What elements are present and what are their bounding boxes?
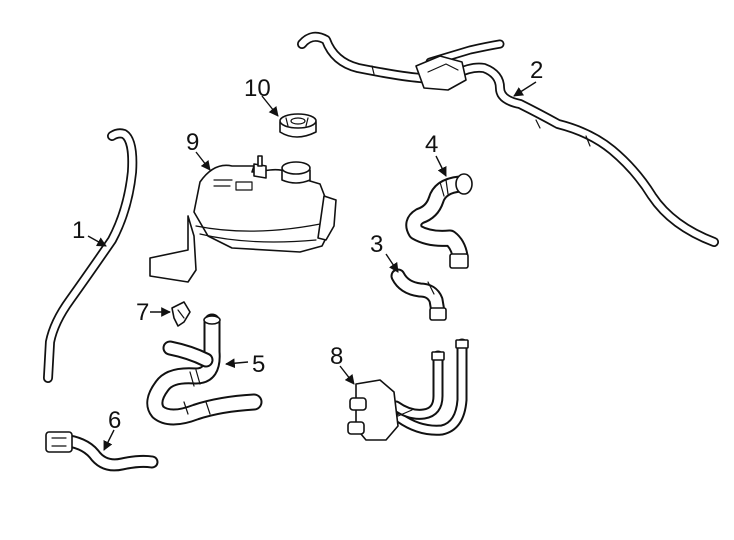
callout-7: 7	[136, 299, 149, 326]
part-3-hose	[390, 268, 447, 321]
leader-arrows	[87, 81, 537, 451]
leader-6	[103, 429, 115, 451]
leader-4	[435, 155, 447, 177]
callout-labels: 1 2 3 4 5 6 7 8 9 10	[72, 57, 543, 434]
callout-4: 4	[425, 131, 438, 158]
leader-9	[195, 151, 211, 171]
part-4-hose	[405, 173, 473, 269]
part-5-hose	[146, 313, 263, 426]
callout-10: 10	[244, 75, 271, 102]
part-6-hose	[45, 431, 159, 472]
leader-1	[87, 235, 107, 247]
callout-6: 6	[108, 407, 121, 434]
leader-2	[513, 81, 537, 97]
leader-10	[261, 95, 279, 117]
part-10-cap	[279, 113, 317, 138]
part-7-clip	[171, 301, 191, 327]
callout-8: 8	[330, 343, 343, 370]
part-1-hose	[43, 128, 138, 383]
callout-9: 9	[186, 129, 199, 156]
callout-5: 5	[252, 351, 265, 378]
callout-2: 2	[530, 57, 543, 84]
leader-8	[339, 365, 355, 385]
callout-3: 3	[370, 231, 383, 258]
callout-1: 1	[72, 217, 85, 244]
part-9-reservoir	[149, 155, 337, 283]
part-2-hose	[297, 31, 719, 247]
leader-3	[385, 253, 399, 273]
part-8-manifold	[347, 338, 469, 441]
leader-5	[225, 358, 249, 369]
